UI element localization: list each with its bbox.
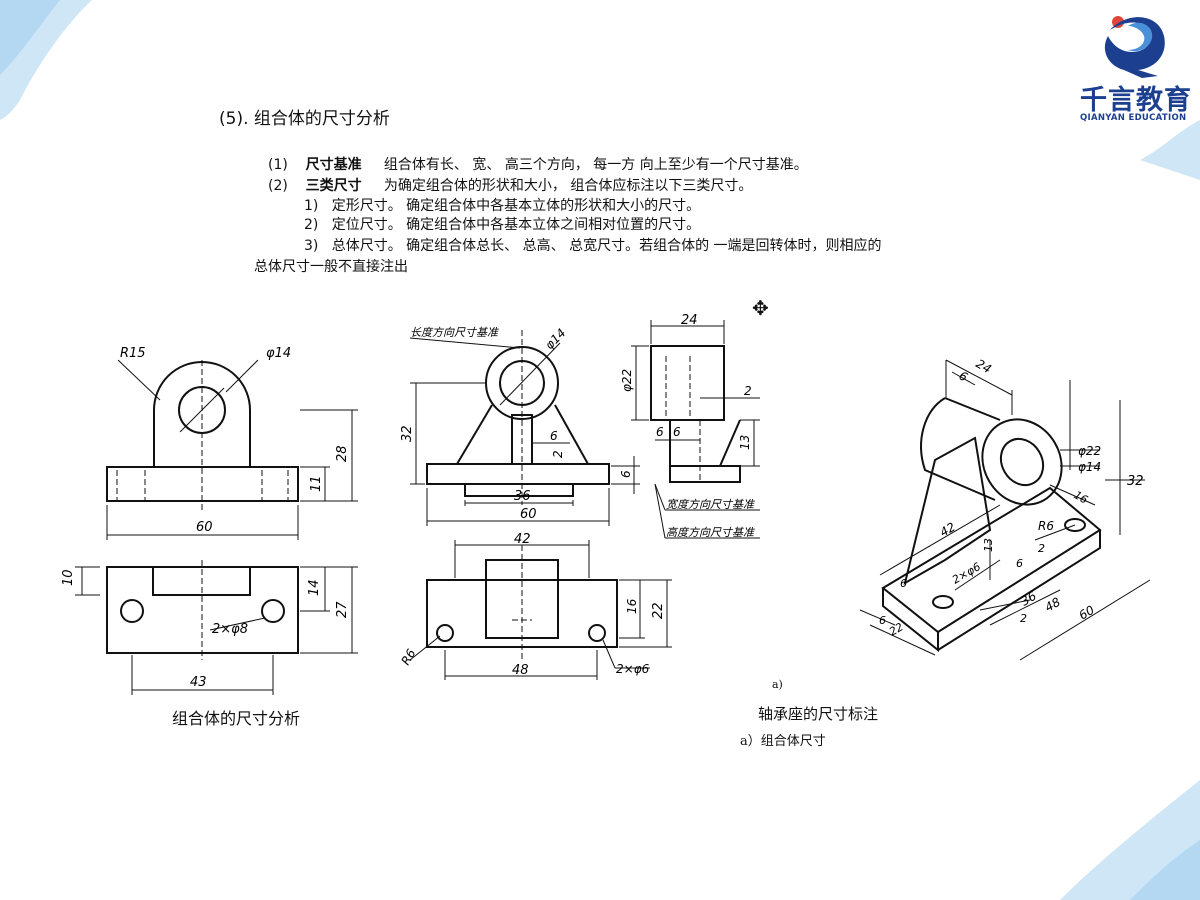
d3-w36-label: 36 (1019, 589, 1040, 609)
d2-w42-label: 42 (514, 532, 531, 547)
d2-w60-label: 60 (520, 507, 537, 522)
d2-r6-label: R6 (398, 646, 418, 667)
d3-b6-label: 6 (900, 577, 907, 590)
d2-h32-label: 32 (400, 425, 415, 442)
d1-r15-label: R15 (120, 346, 146, 361)
d3-w16-label: 16 (1072, 488, 1091, 506)
d3-s2-label: 2 (1038, 542, 1045, 555)
d2-w36-label: 36 (514, 489, 531, 504)
subitem-3-text: 总体尺寸。 确定组合体总长、 总高、 总宽尺寸。若组合体的 一端是回转体时，则相… (331, 238, 882, 254)
item-2-text: 为确定组合体的形状和大小， 组合体应标注以下三类尺寸。 (383, 178, 753, 194)
d2-phi22-label: φ22 (620, 369, 634, 392)
d2-w6-label: 6 (550, 429, 558, 443)
d3-w60-label: 60 (1077, 603, 1098, 623)
subitem-1: 1) 定形尺寸。 确定组合体中各基本立体的形状和大小的尺寸。 (304, 195, 700, 215)
d2-g2-label: 2 (744, 384, 752, 398)
d2-datum-height-label: 高度方向尺寸基准 (666, 526, 756, 539)
d2-datum-length-label: 长度方向尺寸基准 (410, 326, 500, 339)
d2-h22-label: 22 (651, 602, 666, 619)
d1-holes-label: 2×φ8 (212, 622, 248, 637)
d3-b22-label: 22 (887, 620, 906, 638)
d2-datum-width-label: 宽度方向尺寸基准 (666, 498, 756, 511)
subitem-1-num: 1) (304, 198, 319, 214)
d3-phi14-label: φ14 (1078, 460, 1101, 474)
move-cursor-icon: ✥ (752, 296, 769, 320)
item-1-num: (1) (268, 157, 288, 173)
d2-t2-label: 2 (551, 450, 565, 458)
d1-phi14-label: φ14 (266, 346, 291, 361)
logo-english-text: QIANYAN EDUCATION (1080, 113, 1187, 123)
subitem-3: 3) 总体尺寸。 确定组合体总长、 总高、 总宽尺寸。若组合体的 一端是回转体时… (304, 235, 882, 255)
item-1-text: 组合体有长、 宽、 高三个方向， 每一方 向上至少有一个尺寸基准。 (383, 157, 808, 173)
drawing-1-views: R15 φ14 28 11 60 10 14 27 2×φ8 43 (61, 346, 358, 695)
caption-combo: a）组合体尺寸 (740, 734, 826, 749)
d3-w24-label: 24 (974, 356, 994, 376)
d3-r6-label: R6 (1038, 519, 1054, 533)
d3-w6-label: 6 (957, 368, 971, 384)
d1-d10-label: 10 (61, 569, 76, 586)
d2-holes-label: 2×φ6 (616, 662, 650, 676)
d1-w60-label: 60 (196, 520, 213, 535)
item-2: (2) 三类尺寸 为确定组合体的形状和大小， 组合体应标注以下三类尺寸。 (268, 175, 752, 195)
d3-w42-label: 42 (938, 520, 958, 540)
d1-h11-label: 11 (309, 475, 324, 492)
qianyan-q-logo-icon (1104, 16, 1165, 78)
continuation-text: 总体尺寸一般不直接注出 (254, 259, 408, 275)
d3-w48-label: 48 (1043, 595, 1064, 615)
d2-g6b-label: 6 (673, 425, 681, 439)
caption-a-small: a) (772, 678, 783, 691)
d2-w24-label: 24 (681, 313, 698, 328)
drawing-2-views: 长度方向尺寸基准 φ14 32 6 2 36 60 6 24 φ22 2 6 6… (398, 313, 760, 680)
item-2-term: 三类尺寸 (305, 178, 362, 194)
drawing-3-isometric: 24 6 φ22 φ14 32 16 R6 42 13 6 2 2×φ6 36 … (859, 356, 1151, 661)
d1-d14-label: 14 (307, 579, 322, 596)
logo-chinese-text: 千言教育 (1080, 85, 1192, 116)
d1-h28-label: 28 (335, 445, 350, 462)
d2-w48-label: 48 (512, 663, 529, 678)
d3-w2-label: 2 (1020, 612, 1027, 625)
d2-t6-label: 6 (619, 470, 633, 478)
subitem-3-num: 3) (304, 238, 319, 254)
d3-b6-label-2: 6 (879, 614, 886, 627)
d2-h16-label: 16 (625, 598, 639, 614)
caption-left: 组合体的尺寸分析 (172, 709, 301, 728)
subitem-2: 2) 定位尺寸。 确定组合体中各基本立体之间相对位置的尺寸。 (304, 214, 700, 234)
section-heading: (5). 组合体的尺寸分析 (219, 109, 390, 129)
item-1: (1) 尺寸基准 组合体有长、 宽、 高三个方向， 每一方 向上至少有一个尺寸基… (268, 154, 808, 174)
d3-h6-label: 6 (1016, 557, 1023, 570)
d2-g6a-label: 6 (656, 425, 664, 439)
item-2-num: (2) (268, 178, 288, 194)
d3-phi22-label: φ22 (1078, 444, 1101, 458)
bottom-right-wave-shape-2 (1130, 840, 1200, 900)
d3-h13-label: 13 (982, 538, 995, 552)
right-wave-shape (1140, 120, 1200, 180)
d2-phi14-label: φ14 (542, 326, 568, 352)
top-left-wave-shape (0, 0, 92, 120)
item-1-term: 尺寸基准 (305, 157, 362, 173)
d1-d27-label: 27 (335, 601, 350, 618)
caption-bearing: 轴承座的尺寸标注 (758, 705, 879, 723)
d1-w43-label: 43 (190, 675, 207, 690)
d3-h32-label: 32 (1127, 474, 1144, 489)
d2-h13-label: 13 (738, 435, 752, 450)
subitem-1-text: 定形尺寸。 确定组合体中各基本立体的形状和大小的尺寸。 (331, 198, 701, 214)
subitem-2-num: 2) (304, 217, 319, 233)
bottom-right-wave-shape (1060, 780, 1200, 900)
subitem-2-text: 定位尺寸。 确定组合体中各基本立体之间相对位置的尺寸。 (331, 217, 701, 233)
top-left-wave-shape-2 (0, 0, 60, 75)
